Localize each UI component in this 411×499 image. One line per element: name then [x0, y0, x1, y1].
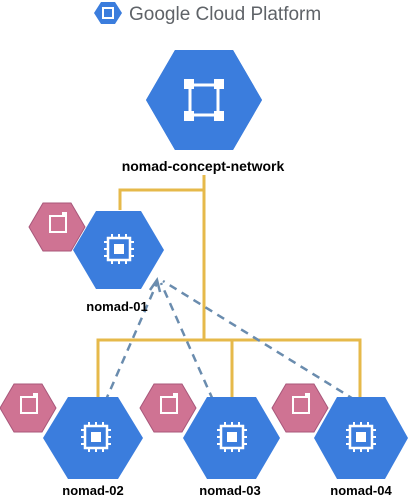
network-icon	[184, 79, 224, 121]
gcp-logo-icon	[94, 2, 122, 24]
arrow-nomad-04-to-nomad-01	[162, 279, 356, 402]
instance-nomad-03: nomad-03	[139, 383, 280, 498]
cluster-join-arrows	[103, 279, 356, 403]
disk-icon	[139, 383, 197, 433]
vm-icon	[43, 397, 143, 479]
instance-label: nomad-03	[199, 483, 260, 498]
disk-icon	[0, 383, 57, 433]
gcp-logo-text: Google Cloud Platform	[129, 4, 321, 25]
instance-label: nomad-02	[62, 483, 123, 498]
arrow-nomad-02-to-nomad-01	[103, 282, 159, 403]
arrowhead-icon	[148, 277, 162, 293]
network-hexagon	[146, 50, 262, 150]
gcp-header: Google Cloud Platform	[94, 2, 321, 25]
disk-icon	[28, 202, 86, 252]
network-connections	[96, 175, 362, 398]
instance-label: nomad-04	[330, 483, 392, 498]
vm-icon	[183, 397, 280, 479]
instance-nomad-02: nomad-02	[0, 383, 143, 498]
instance-nomad-01: nomad-01	[28, 202, 164, 314]
network-label: nomad-concept-network	[122, 158, 285, 174]
vm-icon	[73, 211, 164, 289]
vm-icon	[314, 397, 408, 479]
instance-nomad-04: nomad-04	[271, 383, 408, 498]
arrow-nomad-03-to-nomad-01	[159, 282, 215, 401]
disk-icon	[271, 383, 329, 433]
arrowheads	[148, 277, 162, 293]
network-node: nomad-concept-network	[122, 50, 285, 174]
network-link-nomad-01	[118, 188, 204, 210]
instance-label: nomad-01	[86, 299, 147, 314]
network-bus-line	[96, 338, 362, 398]
